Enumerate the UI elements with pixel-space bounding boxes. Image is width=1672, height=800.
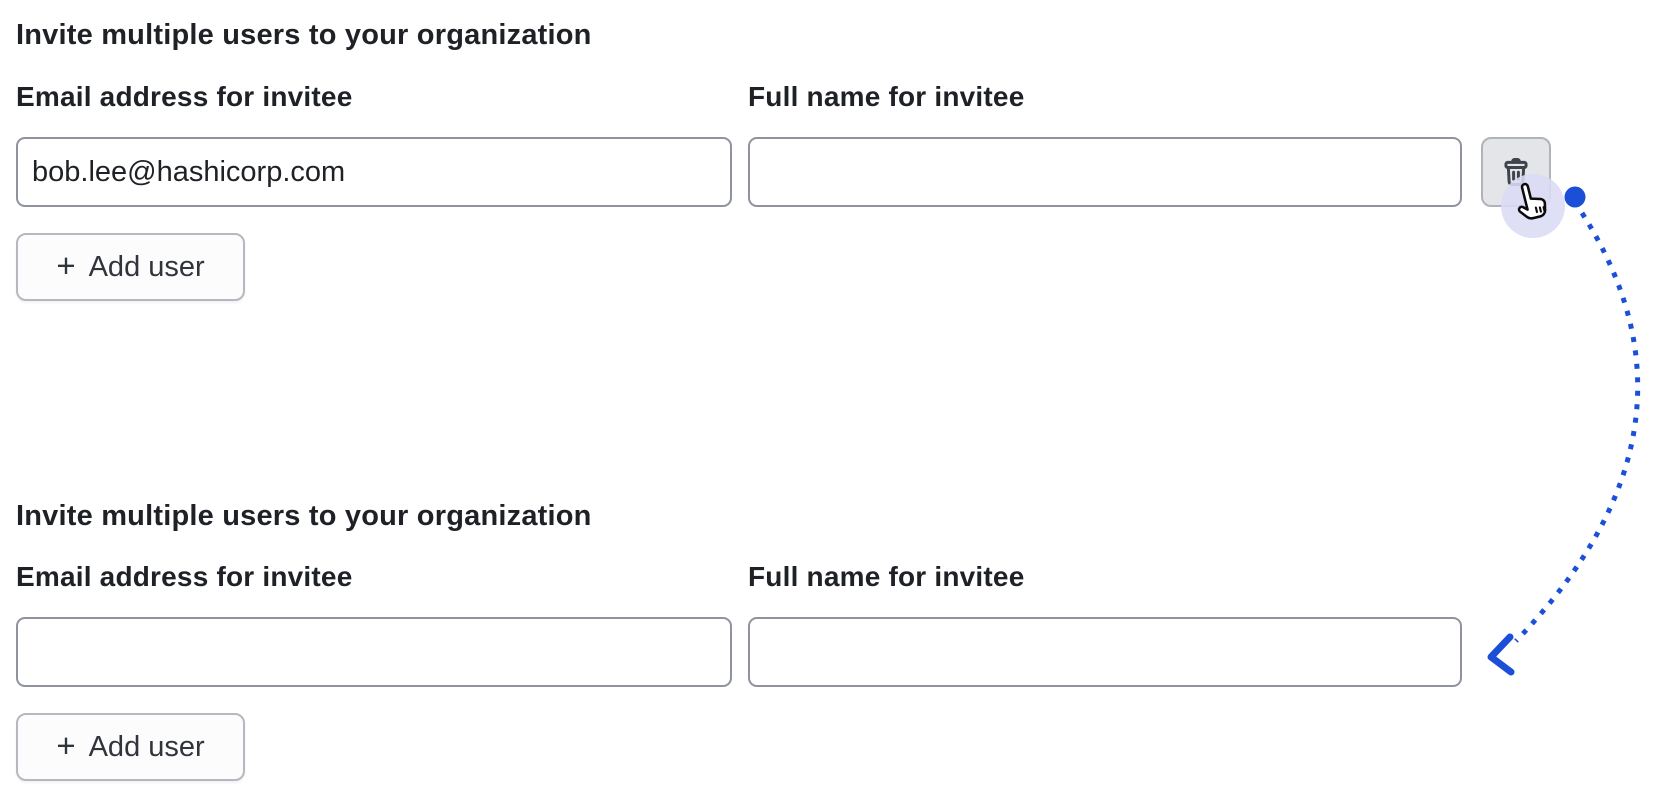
plus-icon: +	[56, 247, 76, 284]
add-user-button[interactable]: + Add user	[16, 233, 245, 301]
delete-row-button[interactable]	[1481, 137, 1551, 207]
trash-icon	[1499, 155, 1533, 189]
plus-icon: +	[56, 727, 76, 764]
full-name-label: Full name for invitee	[748, 81, 1025, 112]
email-input[interactable]	[16, 617, 732, 687]
section-heading: Invite multiple users to your organizati…	[16, 19, 592, 51]
full-name-input[interactable]	[748, 617, 1462, 687]
add-user-button-label: Add user	[88, 730, 205, 763]
add-user-button[interactable]: + Add user	[16, 713, 245, 781]
full-name-label: Full name for invitee	[748, 561, 1025, 592]
email-label: Email address for invitee	[16, 81, 353, 112]
section-heading: Invite multiple users to your organizati…	[16, 500, 592, 532]
email-input[interactable]	[16, 137, 732, 207]
arrowhead-icon	[1487, 633, 1515, 676]
dotted-arrow-path	[1514, 211, 1641, 643]
full-name-input[interactable]	[748, 137, 1462, 207]
add-user-button-label: Add user	[88, 250, 205, 283]
email-label: Email address for invitee	[16, 561, 353, 592]
arrow-start-dot	[1564, 186, 1586, 208]
